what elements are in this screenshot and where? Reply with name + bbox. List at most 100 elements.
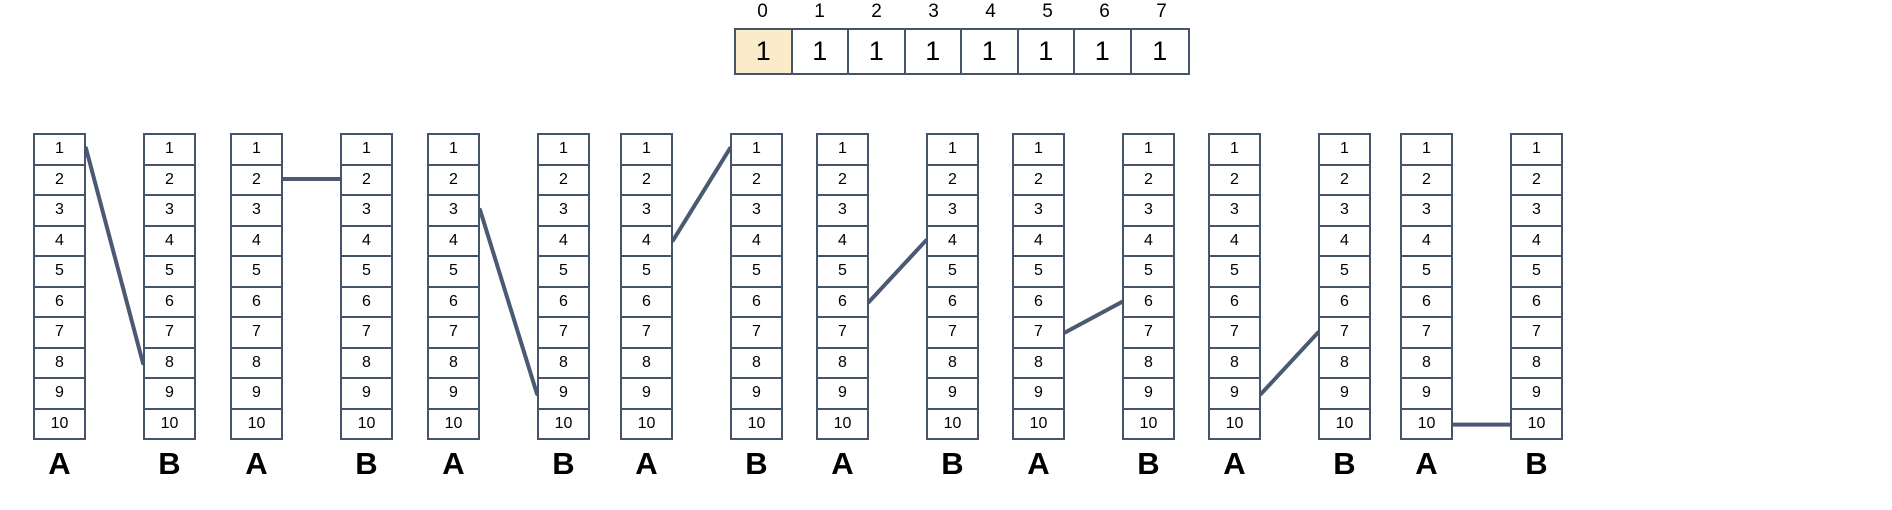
cell-b2-row-4[interactable]: 4 <box>342 226 391 257</box>
cell-b1-row-10[interactable]: 10 <box>145 409 194 438</box>
cell-a4-row-6[interactable]: 6 <box>622 287 671 318</box>
cell-b6-row-8[interactable]: 8 <box>1124 348 1173 379</box>
cell-b4-row-7[interactable]: 7 <box>732 318 781 349</box>
cell-a5-row-5[interactable]: 5 <box>818 257 867 288</box>
cell-b2-row-7[interactable]: 7 <box>342 318 391 349</box>
cell-a7-row-5[interactable]: 5 <box>1210 257 1259 288</box>
top-array-cell-7[interactable]: 1 <box>1131 30 1188 73</box>
cell-b3-row-7[interactable]: 7 <box>539 318 588 349</box>
cell-a1-row-9[interactable]: 9 <box>35 379 84 410</box>
cell-b5-row-6[interactable]: 6 <box>928 287 977 318</box>
cell-b8-row-6[interactable]: 6 <box>1512 287 1561 318</box>
cell-a3-row-1[interactable]: 1 <box>429 135 478 166</box>
cell-a8-row-4[interactable]: 4 <box>1402 226 1451 257</box>
cell-b2-row-2[interactable]: 2 <box>342 165 391 196</box>
cell-a1-row-4[interactable]: 4 <box>35 226 84 257</box>
cell-b1-row-4[interactable]: 4 <box>145 226 194 257</box>
cell-a2-row-7[interactable]: 7 <box>232 318 281 349</box>
cell-a4-row-4[interactable]: 4 <box>622 226 671 257</box>
cell-a6-row-4[interactable]: 4 <box>1014 226 1063 257</box>
cell-b7-row-6[interactable]: 6 <box>1320 287 1369 318</box>
cell-b8-row-1[interactable]: 1 <box>1512 135 1561 166</box>
cell-a1-row-7[interactable]: 7 <box>35 318 84 349</box>
cell-a2-row-6[interactable]: 6 <box>232 287 281 318</box>
cell-b1-row-3[interactable]: 3 <box>145 196 194 227</box>
cell-a3-row-9[interactable]: 9 <box>429 379 478 410</box>
cell-b2-row-6[interactable]: 6 <box>342 287 391 318</box>
cell-b7-row-1[interactable]: 1 <box>1320 135 1369 166</box>
cell-b3-row-1[interactable]: 1 <box>539 135 588 166</box>
cell-a7-row-6[interactable]: 6 <box>1210 287 1259 318</box>
cell-a1-row-8[interactable]: 8 <box>35 348 84 379</box>
cell-b1-row-7[interactable]: 7 <box>145 318 194 349</box>
cell-b3-row-6[interactable]: 6 <box>539 287 588 318</box>
cell-a6-row-2[interactable]: 2 <box>1014 165 1063 196</box>
cell-b6-row-1[interactable]: 1 <box>1124 135 1173 166</box>
cell-b7-row-5[interactable]: 5 <box>1320 257 1369 288</box>
cell-b2-row-8[interactable]: 8 <box>342 348 391 379</box>
cell-b1-row-1[interactable]: 1 <box>145 135 194 166</box>
cell-a6-row-7[interactable]: 7 <box>1014 318 1063 349</box>
cell-b3-row-5[interactable]: 5 <box>539 257 588 288</box>
cell-a7-row-7[interactable]: 7 <box>1210 318 1259 349</box>
cell-a2-row-5[interactable]: 5 <box>232 257 281 288</box>
cell-a5-row-7[interactable]: 7 <box>818 318 867 349</box>
cell-b2-row-1[interactable]: 1 <box>342 135 391 166</box>
cell-b2-row-3[interactable]: 3 <box>342 196 391 227</box>
cell-a2-row-8[interactable]: 8 <box>232 348 281 379</box>
cell-a7-row-8[interactable]: 8 <box>1210 348 1259 379</box>
cell-a2-row-3[interactable]: 3 <box>232 196 281 227</box>
cell-a8-row-10[interactable]: 10 <box>1402 409 1451 438</box>
cell-a6-row-10[interactable]: 10 <box>1014 409 1063 438</box>
cell-b5-row-2[interactable]: 2 <box>928 165 977 196</box>
cell-b1-row-8[interactable]: 8 <box>145 348 194 379</box>
cell-a7-row-2[interactable]: 2 <box>1210 165 1259 196</box>
cell-a2-row-4[interactable]: 4 <box>232 226 281 257</box>
cell-b8-row-7[interactable]: 7 <box>1512 318 1561 349</box>
cell-a6-row-9[interactable]: 9 <box>1014 379 1063 410</box>
cell-a3-row-5[interactable]: 5 <box>429 257 478 288</box>
top-array-cell-5[interactable]: 1 <box>1018 30 1075 73</box>
cell-a8-row-5[interactable]: 5 <box>1402 257 1451 288</box>
cell-b7-row-9[interactable]: 9 <box>1320 379 1369 410</box>
cell-b5-row-7[interactable]: 7 <box>928 318 977 349</box>
cell-a3-row-7[interactable]: 7 <box>429 318 478 349</box>
cell-b5-row-10[interactable]: 10 <box>928 409 977 438</box>
cell-a1-row-10[interactable]: 10 <box>35 409 84 438</box>
cell-b6-row-9[interactable]: 9 <box>1124 379 1173 410</box>
cell-a4-row-9[interactable]: 9 <box>622 379 671 410</box>
cell-b5-row-9[interactable]: 9 <box>928 379 977 410</box>
cell-a3-row-3[interactable]: 3 <box>429 196 478 227</box>
cell-b5-row-4[interactable]: 4 <box>928 226 977 257</box>
cell-b3-row-8[interactable]: 8 <box>539 348 588 379</box>
cell-a2-row-1[interactable]: 1 <box>232 135 281 166</box>
cell-b2-row-10[interactable]: 10 <box>342 409 391 438</box>
cell-a8-row-2[interactable]: 2 <box>1402 165 1451 196</box>
cell-a4-row-2[interactable]: 2 <box>622 165 671 196</box>
cell-b4-row-9[interactable]: 9 <box>732 379 781 410</box>
cell-a1-row-5[interactable]: 5 <box>35 257 84 288</box>
cell-b1-row-9[interactable]: 9 <box>145 379 194 410</box>
cell-a7-row-4[interactable]: 4 <box>1210 226 1259 257</box>
cell-a8-row-9[interactable]: 9 <box>1402 379 1451 410</box>
cell-b4-row-8[interactable]: 8 <box>732 348 781 379</box>
cell-b6-row-6[interactable]: 6 <box>1124 287 1173 318</box>
cell-b4-row-6[interactable]: 6 <box>732 287 781 318</box>
cell-b5-row-1[interactable]: 1 <box>928 135 977 166</box>
cell-a4-row-10[interactable]: 10 <box>622 409 671 438</box>
cell-a5-row-8[interactable]: 8 <box>818 348 867 379</box>
cell-b5-row-8[interactable]: 8 <box>928 348 977 379</box>
cell-a4-row-7[interactable]: 7 <box>622 318 671 349</box>
cell-a8-row-7[interactable]: 7 <box>1402 318 1451 349</box>
cell-b8-row-9[interactable]: 9 <box>1512 379 1561 410</box>
cell-b4-row-4[interactable]: 4 <box>732 226 781 257</box>
cell-a4-row-8[interactable]: 8 <box>622 348 671 379</box>
cell-a8-row-1[interactable]: 1 <box>1402 135 1451 166</box>
cell-b8-row-8[interactable]: 8 <box>1512 348 1561 379</box>
cell-b4-row-1[interactable]: 1 <box>732 135 781 166</box>
cell-b6-row-2[interactable]: 2 <box>1124 165 1173 196</box>
cell-a1-row-2[interactable]: 2 <box>35 165 84 196</box>
cell-a6-row-5[interactable]: 5 <box>1014 257 1063 288</box>
cell-a3-row-2[interactable]: 2 <box>429 165 478 196</box>
cell-a4-row-5[interactable]: 5 <box>622 257 671 288</box>
